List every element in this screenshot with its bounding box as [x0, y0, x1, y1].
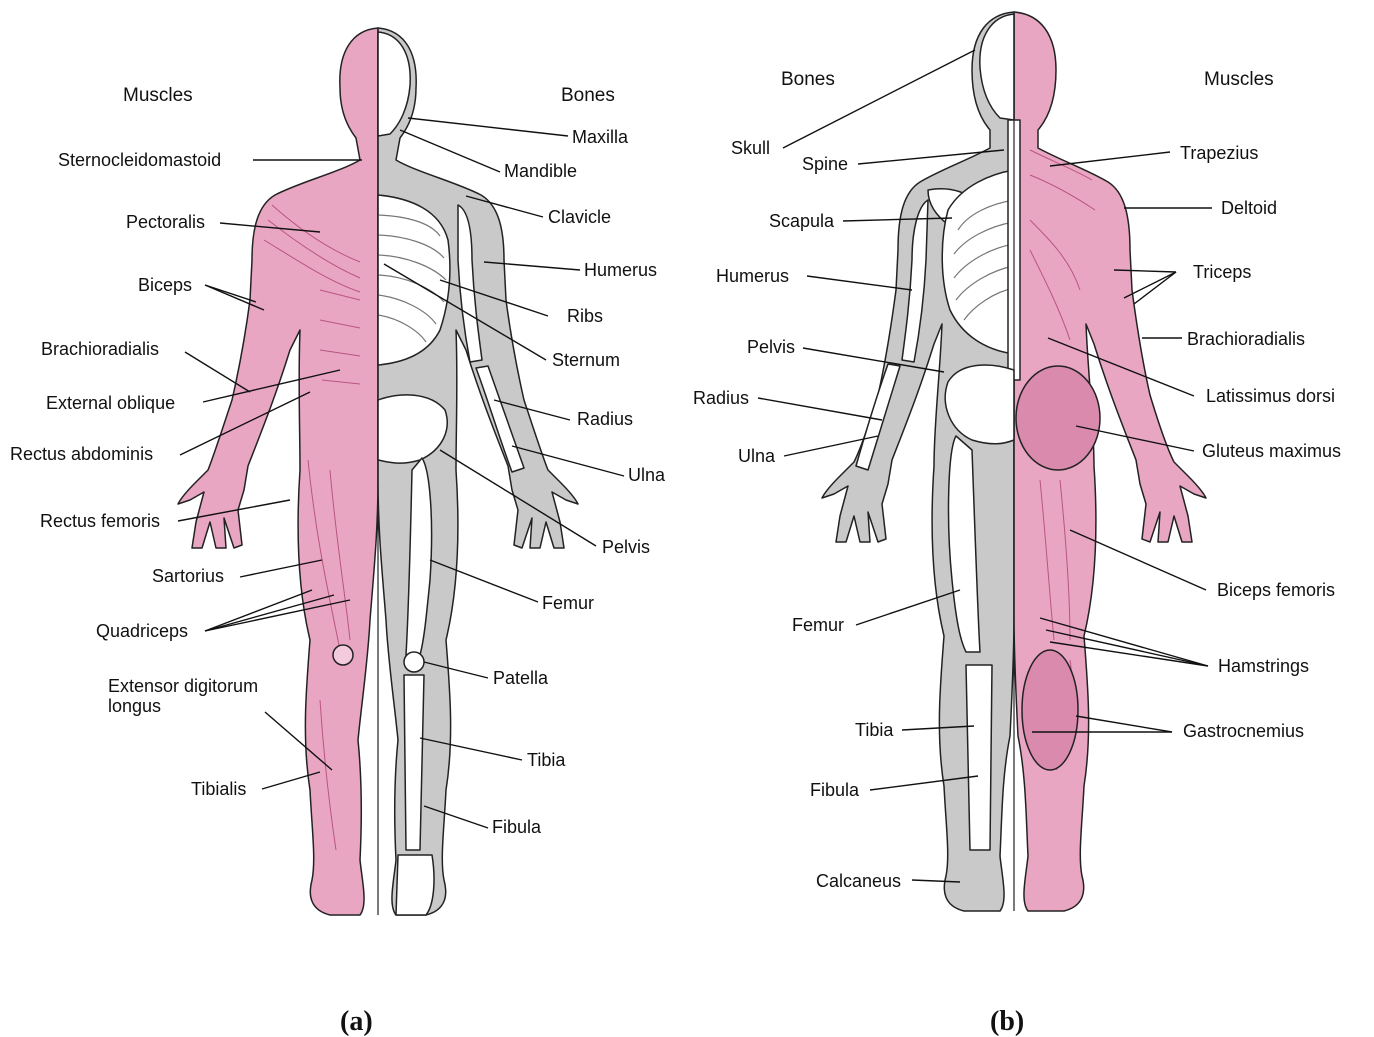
label-pelvis-back: Pelvis: [747, 338, 795, 356]
label-latissimus-dorsi: Latissimus dorsi: [1206, 387, 1335, 405]
label-brachioradialis-back: Brachioradialis: [1187, 330, 1305, 348]
label-patella: Patella: [493, 669, 548, 687]
label-sternocleidomastoid: Sternocleidomastoid: [58, 151, 221, 169]
label-humerus-front: Humerus: [584, 261, 657, 279]
label-external-oblique: External oblique: [46, 394, 175, 412]
label-quadriceps: Quadriceps: [96, 622, 188, 640]
label-pectoralis: Pectoralis: [126, 213, 205, 231]
label-femur-back: Femur: [792, 616, 844, 634]
label-deltoid: Deltoid: [1221, 199, 1277, 217]
front-knee-muscle: [333, 645, 353, 665]
label-rectus-femoris: Rectus femoris: [40, 512, 160, 530]
label-tibia-front: Tibia: [527, 751, 565, 769]
label-mandible: Mandible: [504, 162, 577, 180]
label-gluteus-maximus: Gluteus maximus: [1202, 442, 1341, 460]
label-clavicle: Clavicle: [548, 208, 611, 226]
label-tibia-back: Tibia: [855, 721, 893, 739]
back-gastrocnemius: [1022, 650, 1078, 770]
back-figure-illustration: [822, 12, 1206, 911]
label-radius-back: Radius: [693, 389, 749, 407]
label-sartorius: Sartorius: [152, 567, 224, 585]
label-pelvis-front: Pelvis: [602, 538, 650, 556]
label-biceps: Biceps: [138, 276, 192, 294]
front-tibia: [404, 675, 424, 850]
label-rectus-abdominis: Rectus abdominis: [10, 445, 153, 463]
label-fibula-back: Fibula: [810, 781, 859, 799]
label-biceps-femoris: Biceps femoris: [1217, 581, 1335, 599]
label-skull: Skull: [731, 139, 770, 157]
front-right-header: Bones: [561, 86, 615, 105]
back-gluteus: [1016, 366, 1100, 470]
label-extensor-digitorum-longus: Extensor digitorum longus: [108, 676, 278, 716]
label-radius-front: Radius: [577, 410, 633, 428]
label-ulna-front: Ulna: [628, 466, 665, 484]
label-calcaneus: Calcaneus: [816, 872, 901, 890]
label-gastrocnemius: Gastrocnemius: [1183, 722, 1304, 740]
label-hamstrings: Hamstrings: [1218, 657, 1309, 675]
front-foot-bones: [396, 855, 434, 915]
label-sternum: Sternum: [552, 351, 620, 369]
label-fibula-front: Fibula: [492, 818, 541, 836]
label-spine: Spine: [802, 155, 848, 173]
caption-a: (a): [340, 1008, 373, 1036]
label-maxilla: Maxilla: [572, 128, 628, 146]
label-triceps: Triceps: [1193, 263, 1251, 281]
front-patella: [404, 652, 424, 672]
label-brachioradialis: Brachioradialis: [41, 340, 159, 358]
label-tibialis: Tibialis: [191, 780, 246, 798]
label-humerus-back: Humerus: [716, 267, 789, 285]
back-right-header: Muscles: [1204, 70, 1274, 89]
label-ulna-back: Ulna: [738, 447, 775, 465]
label-ribs: Ribs: [567, 307, 603, 325]
caption-b: (b): [990, 1008, 1024, 1036]
label-femur-front: Femur: [542, 594, 594, 612]
front-left-header: Muscles: [123, 86, 193, 105]
back-tibia: [966, 665, 992, 850]
label-trapezius: Trapezius: [1180, 144, 1258, 162]
back-left-header: Bones: [781, 70, 835, 89]
label-scapula: Scapula: [769, 212, 834, 230]
